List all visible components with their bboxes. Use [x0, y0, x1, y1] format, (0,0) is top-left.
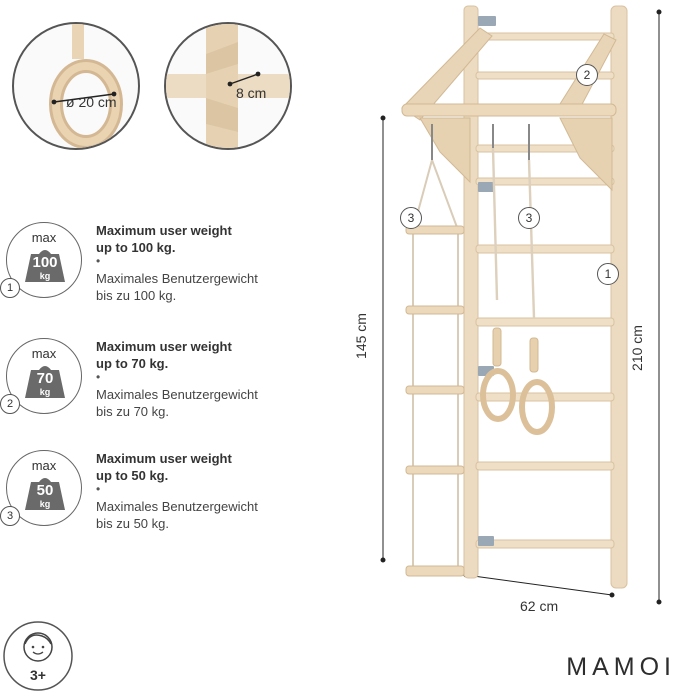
weight-icon: [25, 366, 65, 398]
age-badge: 3+: [2, 620, 74, 692]
weight-badge: max 70 kg 2: [0, 338, 82, 418]
ring-diameter-label: ø 20 cm: [66, 94, 117, 110]
weight-text: Maximum user weight up to 50 kg. • Maxim…: [96, 451, 258, 531]
weight-text: Maximum user weight up to 70 kg. • Maxim…: [96, 339, 258, 419]
post-zoom-circle: [164, 22, 292, 150]
weight-icon: [25, 250, 65, 282]
weight-text: Maximum user weight up to 100 kg. • Maxi…: [96, 223, 258, 303]
badge-number: 3: [0, 506, 20, 526]
callout-rings: 3: [518, 207, 540, 229]
weight-badge: max 50 kg 3: [0, 450, 82, 530]
age-label: 3+: [30, 667, 46, 683]
post-thickness-label: 8 cm: [236, 85, 267, 101]
brand-logo: MAMOI: [566, 653, 676, 681]
width-label: 62 cm: [520, 598, 559, 614]
weight-row-2: max 70 kg 2 Maximum user weight up to 70…: [0, 338, 340, 448]
ladder-height-label: 145 cm: [352, 313, 369, 359]
child-face-icon: [3, 621, 73, 691]
ring-zoom-illustration: [49, 24, 123, 148]
badge-number: 1: [0, 278, 20, 298]
weight-badge: max 100 kg 1: [0, 222, 82, 302]
weight-icon: [25, 478, 65, 510]
post-zoom-illustration: [166, 24, 290, 148]
total-height-label: 210 cm: [628, 325, 645, 371]
callout-rope-ladder: 3: [400, 207, 422, 229]
callout-wall-bars: 1: [597, 263, 619, 285]
weight-row-3: max 50 kg 3 Maximum user weight up to 50…: [0, 450, 340, 560]
weight-row-1: max 100 kg 1 Maximum user weight up to 1…: [0, 222, 340, 332]
badge-number: 2: [0, 394, 20, 414]
callout-top-bar: 2: [576, 64, 598, 86]
ring-zoom-circle: [12, 22, 140, 150]
